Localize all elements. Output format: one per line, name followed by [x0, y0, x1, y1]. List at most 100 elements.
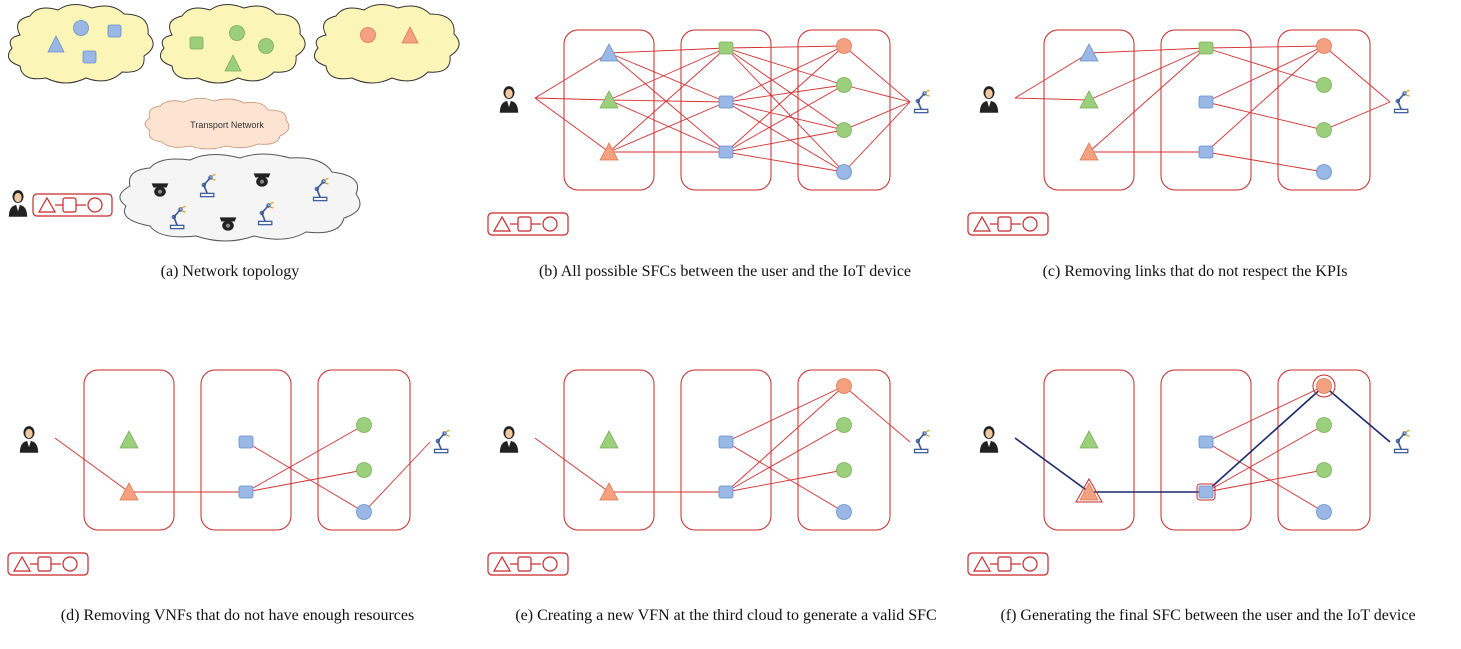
sfc-link	[608, 52, 727, 153]
sfc-link	[608, 99, 727, 153]
vnf-square	[238, 485, 254, 499]
sfc-panel-b	[487, 29, 931, 236]
sfc-link	[725, 385, 845, 443]
sfc-link	[534, 97, 610, 101]
sfc-link	[1205, 469, 1325, 493]
sfc-link	[725, 424, 845, 493]
vnf-circle	[1316, 77, 1332, 93]
vnf-triangle	[599, 43, 619, 62]
sfc-request-square	[997, 556, 1012, 572]
sfc-link	[725, 84, 845, 103]
vnf-square	[718, 41, 734, 55]
vnf-square	[1198, 485, 1214, 499]
sfc-request-circle	[1022, 556, 1038, 572]
caption-c: (c) Removing links that do not respect t…	[1042, 263, 1348, 280]
vnf-triangle-blue	[47, 35, 65, 53]
sfc-link	[608, 47, 727, 153]
vnf-circle	[1316, 122, 1332, 138]
vnf-circle	[1316, 38, 1332, 54]
vnf-triangle	[1079, 90, 1099, 109]
sfc-request-triangle	[492, 215, 512, 232]
final-sfc-link	[1014, 437, 1090, 493]
vnf-circle	[1316, 378, 1332, 394]
sfc-request-square	[37, 556, 52, 572]
sfc-panel-d	[7, 369, 451, 576]
sfc-link	[1088, 47, 1207, 153]
cloud-frame-1	[563, 29, 655, 191]
cloud-frame-2	[200, 369, 292, 531]
vnf-triangle	[119, 482, 139, 501]
vnf-triangle	[599, 430, 619, 449]
vnf-circle	[356, 417, 372, 433]
sfc-request-circle	[542, 556, 558, 572]
caption-f: (f) Generating the final SFC between the…	[1000, 607, 1416, 624]
cloud-frame-1	[1043, 369, 1135, 531]
vnf-triangle	[1079, 482, 1099, 501]
vnf-triangle	[119, 430, 139, 449]
caption-e: (e) Creating a new VFN at the third clou…	[515, 607, 937, 624]
sfc-link	[363, 441, 431, 513]
vnf-square	[1198, 145, 1214, 159]
sfc-request-triangle	[492, 555, 512, 572]
cloud-frame-2	[680, 29, 772, 191]
vnf-triangle	[599, 142, 619, 161]
vnf-square	[718, 95, 734, 109]
vnf-square	[238, 435, 254, 449]
sfc-link	[725, 47, 845, 86]
selected-vnf-marker	[1196, 483, 1216, 501]
sfc-link	[1323, 101, 1391, 131]
vnf-circle	[1316, 504, 1332, 520]
sfc-link	[1014, 52, 1090, 99]
vnf-triangle-orange	[401, 26, 419, 44]
sfc-link	[245, 424, 365, 493]
sfc-link	[1205, 45, 1325, 103]
vnf-triangle	[1079, 142, 1099, 161]
sfc-request-square	[997, 216, 1012, 232]
vnf-triangle	[1079, 430, 1099, 449]
sfc-link	[608, 101, 727, 153]
sfc-link	[725, 47, 845, 173]
vnf-triangle	[599, 90, 619, 109]
vnf-circle	[1316, 462, 1332, 478]
sfc-link	[725, 385, 845, 493]
caption-d: (d) Removing VNFs that do not have enoug…	[60, 607, 415, 624]
vnf-triangle-green	[224, 54, 242, 72]
sfc-link	[725, 129, 845, 153]
sfc-request-square	[517, 556, 532, 572]
sfc-link	[54, 437, 130, 493]
sfc-panel-c	[967, 29, 1411, 236]
topology-panel: Transport Network	[7, 4, 460, 242]
iot-cloud	[119, 153, 361, 242]
sfc-link	[1205, 45, 1325, 153]
sfc-link	[725, 84, 845, 153]
sfc-request-circle	[1022, 216, 1038, 232]
vnf-circle	[836, 77, 852, 93]
user-icon	[499, 426, 519, 453]
vnf-square-blue	[107, 24, 122, 38]
sfc-request-icon	[7, 552, 89, 576]
cloud-frame-2	[1160, 29, 1252, 191]
sfc-link	[1205, 47, 1325, 86]
vnf-square-blue	[82, 50, 97, 64]
vnf-circle	[1316, 164, 1332, 180]
final-sfc-link	[1205, 385, 1325, 493]
vnf-circle	[1316, 417, 1332, 433]
sfc-link	[725, 101, 845, 173]
sfc-link	[1205, 385, 1325, 443]
sfc-link	[843, 385, 911, 443]
user-icon	[8, 190, 28, 217]
sfc-link	[534, 52, 610, 99]
sfc-request-square	[517, 216, 532, 232]
cloud-2	[159, 4, 306, 84]
robot-arm-icon	[1393, 89, 1411, 114]
sfc-request-triangle	[12, 555, 32, 572]
sfc-request-frame	[7, 552, 89, 576]
sfc-link	[608, 52, 727, 103]
sfc-link	[608, 47, 727, 101]
sfc-link	[534, 437, 610, 493]
robot-arm-icon	[1393, 429, 1411, 454]
sfc-request-icon	[967, 552, 1049, 576]
vnf-square-green	[189, 36, 204, 50]
sfc-link	[1205, 441, 1325, 513]
